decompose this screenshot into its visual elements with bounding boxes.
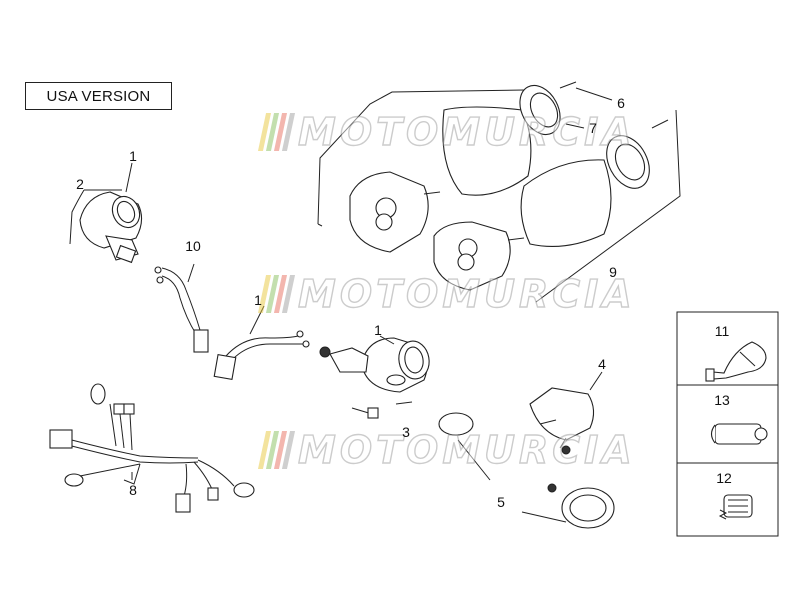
- watermark-text: MOTOMURCIA: [297, 271, 636, 316]
- wiring-harness-8-drawing: [49, 383, 255, 513]
- watermark-bottom: MOTOMURCIA: [257, 427, 636, 473]
- callout-part-10: 10: [185, 238, 201, 254]
- callout-part-13: 13: [714, 392, 730, 408]
- tail-lamp-4-drawing: [529, 371, 603, 455]
- bulb-inset-panel: [676, 311, 779, 537]
- callout-part-8: 8: [129, 482, 137, 498]
- wire-middle-drawing: [213, 305, 310, 381]
- callout-part-11: 11: [714, 323, 730, 339]
- callout-part-3: 3: [402, 424, 410, 440]
- bulb-11-drawing: [705, 341, 767, 382]
- reflector-5-drawing: [521, 483, 615, 529]
- bulb-13-drawing: [710, 423, 768, 445]
- callout-part-9: 9: [609, 264, 617, 280]
- front-indicator-left-drawing: [69, 162, 143, 264]
- watermark-top: MOTOMURCIA: [257, 109, 636, 155]
- callout-part-1-middle-indicator: 1: [374, 322, 382, 338]
- callout-part-5: 5: [497, 494, 505, 510]
- watermark-stripe-group: [257, 113, 296, 151]
- wire-10-drawing: [154, 263, 209, 353]
- watermark-stripe-group: [257, 275, 296, 313]
- bulb-12-drawing: [718, 494, 753, 520]
- version-label: USA VERSION: [46, 87, 151, 105]
- callout-part-1-upper-left: 1: [129, 148, 137, 164]
- front-indicator-middle-drawing: [319, 335, 430, 419]
- callout-part-4: 4: [598, 356, 606, 372]
- version-label-box: USA VERSION: [25, 82, 172, 110]
- watermark-middle: MOTOMURCIA: [257, 271, 636, 317]
- rear-lamp-cluster-drawing: [317, 81, 681, 303]
- callout-part-6: 6: [617, 95, 625, 111]
- callout-part-7: 7: [589, 120, 597, 136]
- watermark-text: MOTOMURCIA: [297, 427, 636, 472]
- callout-part-12: 12: [716, 470, 732, 486]
- callout-part-2: 2: [76, 176, 84, 192]
- watermark-stripe-group: [257, 431, 296, 469]
- reflector-3-drawing: [438, 412, 491, 481]
- callout-part-1-middle-wire: 1: [254, 292, 262, 308]
- watermark-text: MOTOMURCIA: [297, 109, 636, 154]
